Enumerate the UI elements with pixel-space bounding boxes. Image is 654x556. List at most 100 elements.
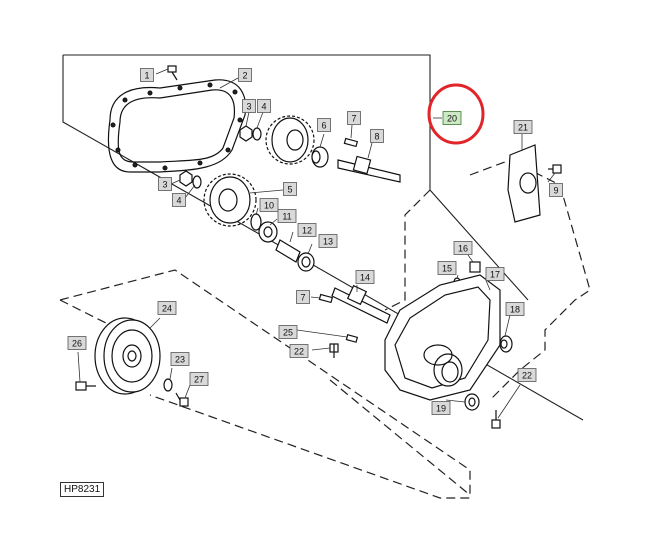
callout-number: 3 [162,180,167,190]
lower-sprocket [203,173,257,227]
callout-number: 20 [447,114,457,124]
callout-box [289,344,309,358]
diagram-reference-id: HP8231 [60,482,105,497]
housing-cover [507,144,541,223]
callout-box [259,198,279,212]
chain-case-cover [107,79,247,173]
bushing [499,335,513,353]
hex-nut-upper [239,125,253,142]
callout-number: 17 [490,270,500,280]
callout-number: 12 [302,226,312,236]
callout-2: 2 [238,68,252,82]
callout-14: 14 [355,270,375,284]
callout-number: 3 [246,102,251,112]
callout-number: 27 [194,375,204,385]
callout-box [318,234,338,248]
callout-box [549,183,563,197]
callout-number: 8 [374,132,379,142]
cap-screw [167,65,178,81]
callout-box [347,111,361,125]
callout-1: 1 [140,68,154,82]
spacer-sleeve [275,239,301,263]
callout-number: 22 [522,371,532,381]
callout-9: 9 [549,183,563,197]
upper-sprocket [265,115,315,165]
key-lower [318,293,334,304]
oil-seal [464,393,480,411]
key-upper [343,137,359,148]
callout-box [485,267,505,281]
callout-box [278,325,298,339]
callout-number: 22 [294,347,304,357]
callout-number: 24 [162,304,172,314]
washer-upper [252,127,262,141]
callout-number: 15 [442,264,452,274]
callout-box [442,111,462,125]
drive-pulley [94,317,161,395]
woodruff-key [345,334,359,343]
callout-16: 16 [453,241,473,255]
callout-22: 22 [289,344,309,358]
hex-bolt-left [329,343,339,358]
pulley-group-outline [59,269,471,499]
housing-group-outline [384,189,431,311]
highlight-circle [427,83,485,145]
callout-4: 4 [257,99,271,113]
callout-number: 7 [300,293,305,303]
callout-box [505,302,525,316]
callout-26: 26 [67,336,87,350]
callout-25: 25 [278,325,298,339]
bottom-group-outline [329,379,471,496]
callout-number: 10 [264,201,274,211]
callout-box [355,270,375,284]
callout-box [257,99,271,113]
callout-box [158,177,172,191]
callout-number: 13 [323,237,333,247]
callout-number: 1 [144,71,149,81]
callout-box [242,99,256,113]
leader-lines [77,68,556,419]
callout-7: 7 [347,111,361,125]
callout-5: 5 [283,182,297,196]
callout-number: 11 [282,212,291,222]
bearing [311,146,329,168]
callout-number: 6 [321,121,326,131]
callout-box [67,336,87,350]
set-screw [75,381,96,391]
callout-6: 6 [317,118,331,132]
callout-box [157,301,177,315]
ball-bearing [258,221,278,243]
callout-17: 17 [485,267,505,281]
callout-box [297,223,317,237]
callout-number: 14 [360,273,370,283]
callout-22: 22 [517,368,537,382]
fill-plug [469,261,481,273]
callout-10: 10 [259,198,279,212]
callout-number: 2 [242,71,247,81]
callout-number: 5 [287,185,292,195]
callout-13: 13 [318,234,338,248]
needle-bearing [297,252,315,272]
callout-20: 20 [442,111,462,125]
callout-box [277,209,297,223]
callout-number: 26 [72,339,82,349]
callout-number: 18 [510,305,520,315]
callout-box [170,352,190,366]
cover-screw [548,164,562,174]
callout-4: 4 [172,193,186,207]
callout-box [296,290,310,304]
callout-box [238,68,252,82]
callout-number: 4 [176,196,181,206]
callout-number: 7 [351,114,356,124]
callout-11: 11 [277,209,297,223]
pulley-bolt [175,392,189,407]
callout-18: 18 [505,302,525,316]
callout-number: 21 [518,123,528,133]
output-shaft [331,284,391,324]
callout-box [317,118,331,132]
callout-box [513,120,533,134]
callout-3: 3 [158,177,172,191]
gearcase-housing [384,274,501,401]
callout-12: 12 [297,223,317,237]
